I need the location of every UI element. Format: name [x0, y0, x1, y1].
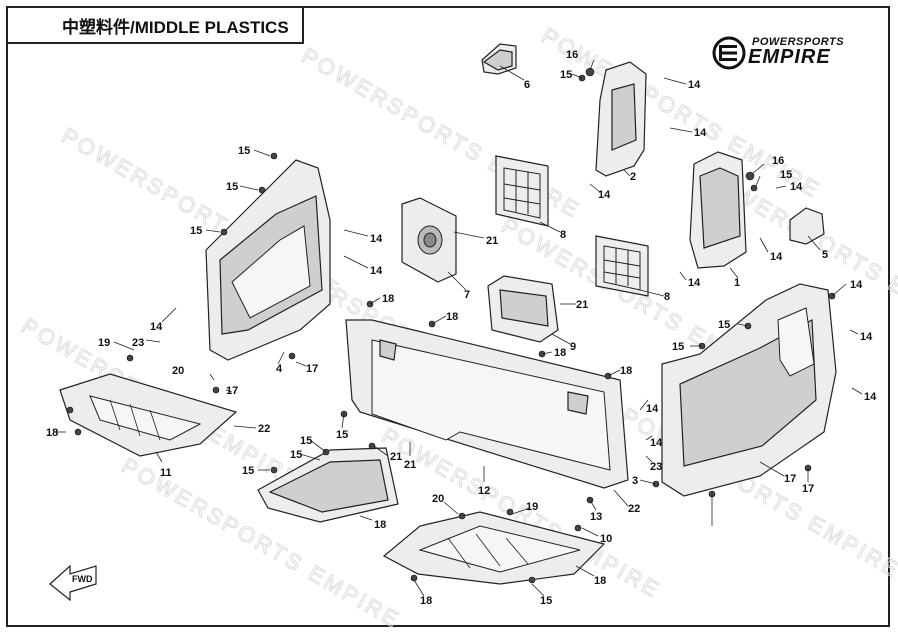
- callout-14: 14: [770, 251, 783, 263]
- callout-14: 14: [688, 277, 701, 289]
- callout-21: 21: [404, 459, 416, 471]
- callout-18: 18: [446, 311, 458, 323]
- svg-text:FWD: FWD: [72, 574, 93, 584]
- callout-18: 15: [540, 595, 552, 607]
- part-4-left-side-panel: [205, 159, 331, 361]
- callout-15: 15: [300, 435, 312, 447]
- callout-15: 15: [560, 69, 572, 81]
- callout-8: 8: [560, 229, 566, 241]
- callout-5: 5: [822, 249, 828, 261]
- callout-20: 20: [172, 365, 184, 377]
- callout-19: 19: [98, 337, 110, 349]
- part-12-tunnel-cover: [257, 447, 399, 523]
- part-10-right-floor-tray: [382, 511, 606, 585]
- callout-18: 18: [420, 595, 432, 607]
- logo-text-top: POWERSPORTS: [752, 36, 845, 48]
- callout-15: 15: [238, 145, 250, 157]
- fwd-arrow-icon: FWD: [49, 564, 97, 602]
- callout-1: 1: [734, 277, 740, 289]
- part-13-center-panel: [345, 319, 629, 489]
- callout-17: 17: [226, 385, 238, 397]
- part-2-upper-panel: [595, 61, 647, 177]
- callout-11: 11: [160, 467, 172, 479]
- callout-22: 20: [432, 493, 444, 505]
- part-9-cover-plate: [487, 275, 559, 343]
- callout-10: 18: [594, 575, 606, 587]
- callout-21: 12: [478, 485, 490, 497]
- callout-4: 4: [276, 363, 283, 375]
- callout-15: 15: [290, 449, 302, 461]
- callout-21: 21: [576, 299, 588, 311]
- callout-3: 17: [784, 473, 796, 485]
- callout-15: 15: [672, 341, 684, 353]
- callout-17: 17: [306, 363, 318, 375]
- callout-14: 14: [598, 189, 611, 201]
- callout-12: 18: [374, 519, 386, 531]
- part-5-cap: [789, 207, 825, 245]
- callout-15: 21: [390, 451, 402, 463]
- callout-14: 14: [650, 437, 663, 449]
- callout-9: 9: [570, 341, 576, 353]
- callout-14: 23: [650, 461, 662, 473]
- part-6-cap: [481, 43, 517, 75]
- callout-18: 13: [590, 511, 602, 523]
- part-8-vent-grille-lower: [595, 235, 649, 297]
- callout-8: 8: [664, 291, 670, 303]
- callout-14: 14: [694, 127, 707, 139]
- brand-logo: POWERSPORTS EMPIRE: [712, 36, 872, 72]
- callout-14: 14: [864, 391, 877, 403]
- leader-lines: [54, 59, 863, 597]
- callout-7: 7: [464, 289, 470, 301]
- callout-15: 15: [226, 181, 238, 193]
- callout-labels: 6 16 15 14 14 2 14 16 15 14 5 14 1 14 8 …: [46, 49, 877, 607]
- callout-14: 14: [646, 403, 659, 415]
- logo-text-main: EMPIRE: [748, 46, 831, 68]
- callout-16: 16: [566, 49, 578, 61]
- diagram-frame: [6, 6, 890, 627]
- callout-14: 14: [790, 181, 803, 193]
- callout-14: 14: [688, 79, 701, 91]
- part-1-side-panel: [689, 151, 747, 269]
- callout-20: 19: [526, 501, 538, 513]
- callout-13: 22: [628, 503, 640, 515]
- callout-21: 21: [486, 235, 498, 247]
- callout-15: 15: [780, 169, 792, 181]
- callout-23: 3: [632, 475, 638, 487]
- part-8-vent-grille-upper: [495, 155, 549, 227]
- part-7-bezel: [401, 197, 457, 283]
- callout-14: 14: [860, 331, 873, 343]
- callout-22: 22: [258, 423, 270, 435]
- callout-15: 14: [850, 279, 863, 291]
- callout-16: 16: [772, 155, 784, 167]
- diagram-title: 中塑料件/MIDDLE PLASTICS: [8, 8, 304, 44]
- part-3-right-side-panel: [661, 283, 837, 497]
- callout-15: 15: [242, 465, 254, 477]
- part-11-left-floor-tray: [59, 373, 238, 457]
- callout-18: 18: [382, 293, 394, 305]
- callout-15: 15: [718, 319, 730, 331]
- callout-14: 14: [150, 321, 163, 333]
- callout-17: 17: [802, 483, 814, 495]
- callout-14: 14: [370, 233, 383, 245]
- callout-18: 18: [554, 347, 566, 359]
- callout-6: 6: [524, 79, 530, 91]
- logo-emblem-icon: [712, 36, 746, 70]
- callout-23: 23: [132, 337, 144, 349]
- callout-18: 18: [620, 365, 632, 377]
- callout-2: 2: [630, 171, 636, 183]
- callout-18: 18: [46, 427, 58, 439]
- callout-18: 15: [336, 429, 348, 441]
- callout-15: 15: [190, 225, 202, 237]
- callout-19: 10: [600, 533, 612, 545]
- callout-14: 14: [370, 265, 383, 277]
